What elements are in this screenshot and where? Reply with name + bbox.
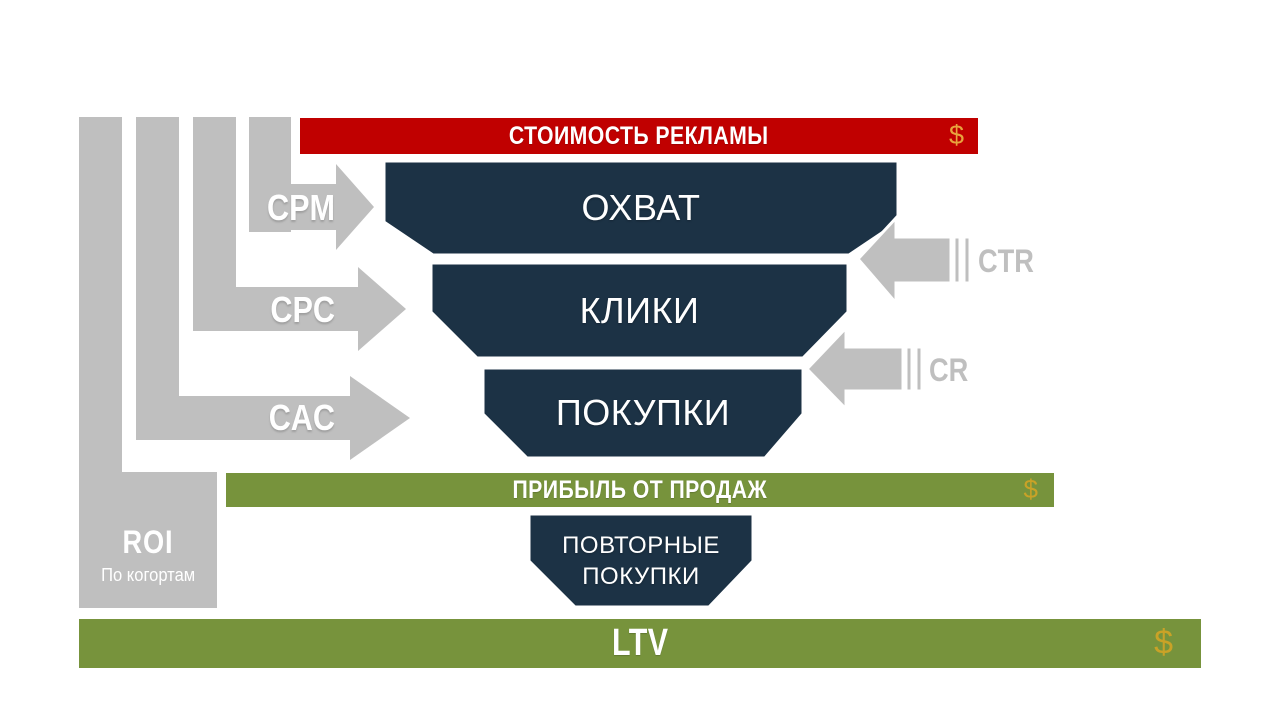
roi-label: ROI bbox=[122, 524, 174, 560]
funnel-stage-clicks-label: КЛИКИ bbox=[579, 289, 700, 331]
funnel-stage-repeat-purchases-shape bbox=[527, 512, 755, 609]
cr-arrow-stripe-1 bbox=[904, 345, 914, 393]
ctr-arrow-stripe-2 bbox=[962, 235, 972, 285]
ctr-arrow-stripe-1 bbox=[952, 235, 962, 285]
cac-label: CAC bbox=[195, 396, 335, 440]
cpc-text: CPC bbox=[270, 289, 335, 330]
cpm-arrow bbox=[249, 164, 374, 250]
cr-arrow-stripe-2 bbox=[914, 345, 924, 393]
repeat-purchases-line2: ПОКУПКИ bbox=[582, 562, 700, 590]
bracket-bar-cac bbox=[136, 117, 179, 440]
sales-profit-bar: ПРИБЫЛЬ ОТ ПРОДАЖ $ bbox=[226, 473, 1054, 507]
funnel-stage-purchases-label: ПОКУПКИ bbox=[555, 392, 731, 433]
repeat-purchases-line1: ПОВТОРНЫЕ bbox=[562, 531, 720, 559]
roi-block bbox=[79, 472, 217, 608]
cpm-text: CPM bbox=[267, 186, 335, 228]
roi-sublabel: По когортам bbox=[100, 565, 196, 585]
funnel-stage-reach-shape bbox=[382, 159, 900, 257]
cpm-label: CPM bbox=[195, 185, 335, 230]
ltv-bar: LTV $ bbox=[79, 619, 1201, 668]
cr-label: CR bbox=[929, 349, 1019, 391]
cac-arrow bbox=[136, 376, 410, 460]
cac-text: CAC bbox=[268, 397, 335, 438]
ctr-text: CTR bbox=[978, 242, 1034, 279]
ad-cost-dollar-icon: $ bbox=[948, 119, 964, 150]
cpc-label: CPC bbox=[195, 288, 335, 332]
roi-label-group: ROI По когортам bbox=[79, 524, 217, 608]
ctr-arrow bbox=[855, 214, 953, 308]
cr-arrow bbox=[804, 324, 905, 413]
ltv-label: LTV bbox=[611, 622, 669, 664]
ad-cost-label: СТОИМОСТЬ РЕКЛАМЫ bbox=[509, 121, 769, 150]
cpc-arrow bbox=[193, 267, 406, 351]
funnel-stage-purchases-shape bbox=[481, 366, 805, 460]
ad-cost-bar: СТОИМОСТЬ РЕКЛАМЫ $ bbox=[300, 118, 978, 154]
funnel-stage-clicks-shape bbox=[429, 261, 850, 360]
ltv-dollar-icon: $ bbox=[1154, 623, 1173, 662]
sales-profit-dollar-icon: $ bbox=[1023, 473, 1038, 504]
cr-text: CR bbox=[929, 351, 969, 388]
sales-profit-label: ПРИБЫЛЬ ОТ ПРОДАЖ bbox=[512, 475, 768, 504]
funnel-stage-reach-label: ОХВАТ bbox=[581, 187, 701, 228]
ctr-label: CTR bbox=[978, 240, 1078, 282]
funnel-stage-repeat-purchases-label: ПОВТОРНЫЕ ПОКУПКИ bbox=[529, 514, 753, 607]
